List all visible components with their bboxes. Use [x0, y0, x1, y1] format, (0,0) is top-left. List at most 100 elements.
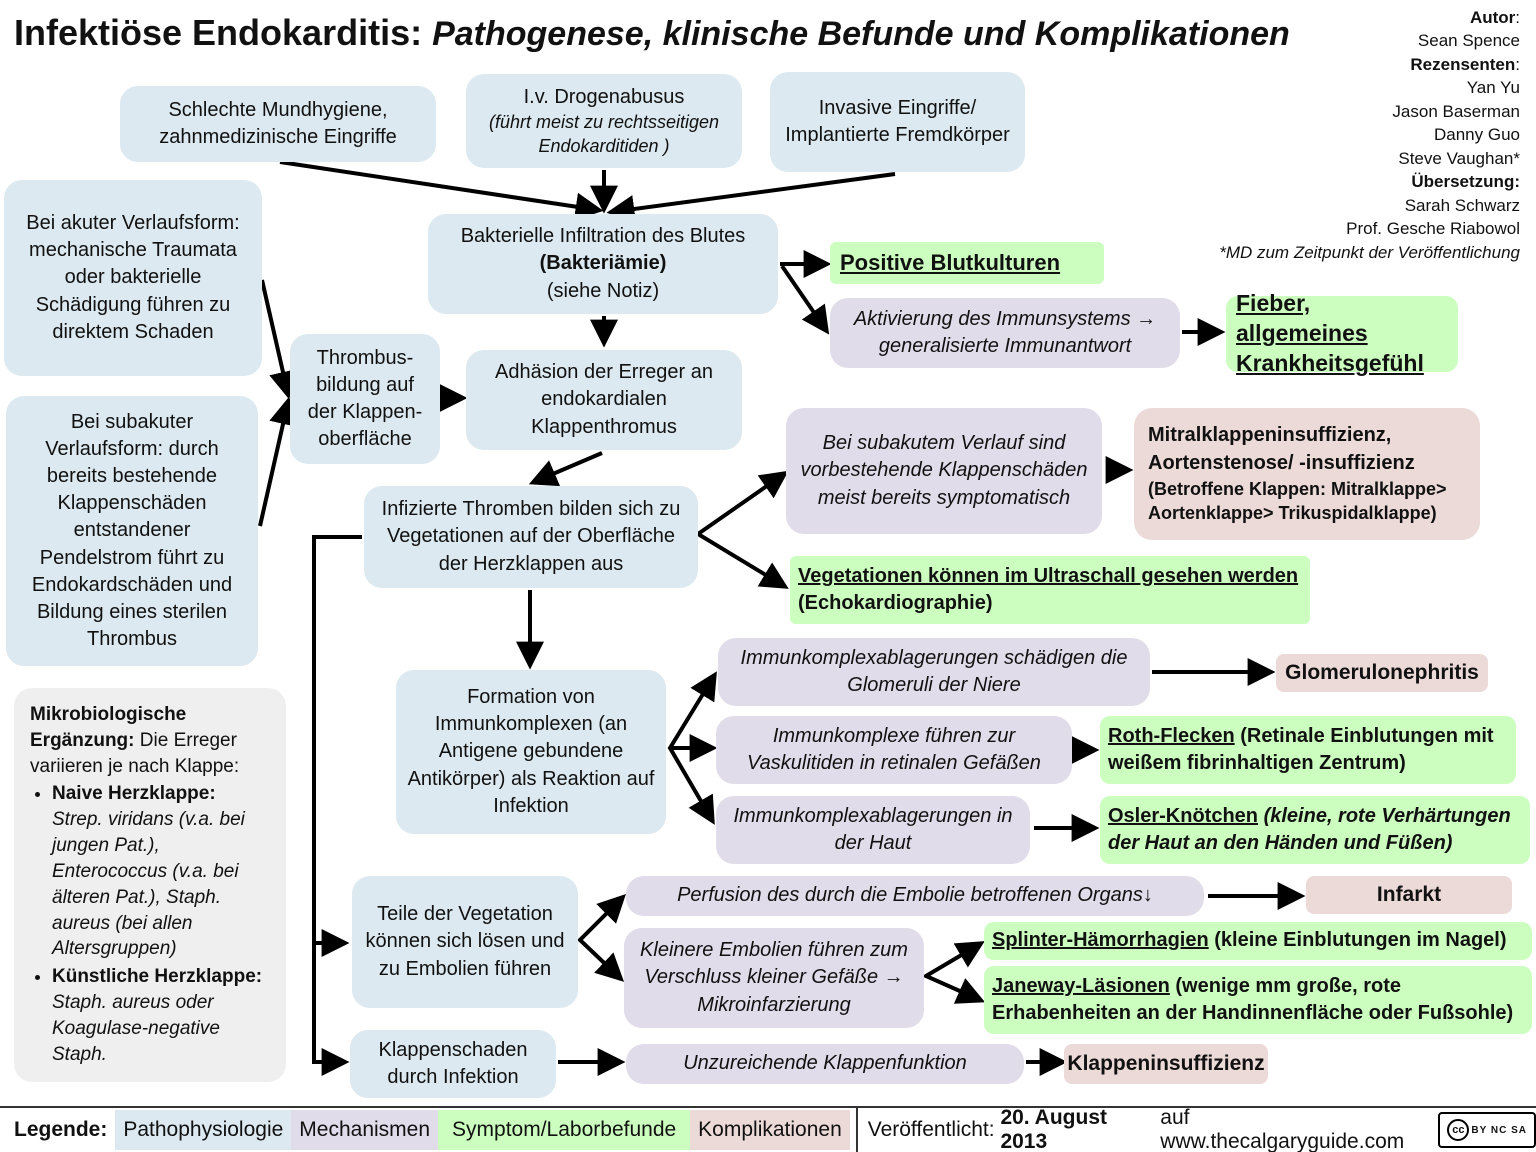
node-text: Glomerulonephritis [1285, 660, 1479, 684]
flow-arrows [258, 160, 1306, 1076]
node-mikroinfarkt: Kleinere Embolien führen zum Verschluss … [624, 928, 924, 1028]
cc-license-icon: cc BY NC SA [1438, 1112, 1536, 1148]
node-text: Janeway-Läsionen (wenige mm große, rote … [992, 973, 1524, 1027]
node-immunsystem: Aktivierung des Immunsystems → generalis… [830, 298, 1180, 368]
node-infarkt: Infarkt [1306, 876, 1512, 914]
title-main: Infektiöse Endokarditis: [14, 12, 423, 53]
node-text: Schlechte Mundhygiene, zahnmedizinische … [159, 98, 397, 148]
node-text: Kleinere Embolien führen zum Verschluss … [640, 939, 908, 1016]
node-text: Positive Blutkulturen [840, 250, 1061, 276]
micro-heading: Mikrobiologische Ergänzung: [30, 704, 187, 751]
micro-item-text: Staph. aureus oder Koagulase-negative St… [52, 992, 220, 1065]
micro-item: Naive Herzklappe: Strep. viridans (v.a. b… [52, 781, 270, 962]
node-drogenabusus: I.v. Drogenabusus (führt meist zu rechts… [466, 74, 742, 168]
node-text: Bei subakutem Verlauf sind vorbestehende… [800, 432, 1088, 509]
node-klappeninsuffizienz: Klappeninsuffizienz [1064, 1044, 1268, 1084]
published-site: auf www.thecalgaryguide.com [1160, 1106, 1405, 1152]
micro-intro-text: Die Erreger variieren je nach Klappe: [30, 729, 240, 777]
footnote: *MD zum Zeitpunkt der Veröffentlichung [1219, 242, 1520, 262]
node-text-rest: (Retinale Einblutungen mit weißem fibrin… [1108, 724, 1494, 774]
node-text: Bei subakuter Verlaufsform: durch bereit… [31, 410, 233, 651]
node-text: Vegetationen können im Ultraschall geseh… [798, 563, 1302, 617]
translator: Sarah Schwarz [1404, 195, 1520, 215]
cc-icon: cc [1447, 1119, 1470, 1141]
author: Sean Spence [1417, 31, 1520, 51]
node-text: Roth-Flecken (Retinale Einblutungen mit … [1108, 723, 1508, 777]
node-text: I.v. Drogenabusus [523, 86, 685, 109]
node-text: Fieber, allgemeines Krankheitsgefühl [1236, 290, 1424, 376]
node-osler: Osler-Knötchen (kleine, rote Verhärtunge… [1100, 796, 1530, 864]
node-embolien: Teile der Vegetation können sich lösen u… [352, 876, 578, 1008]
node-text: Adhäsion der Erreger an endokardialen Kl… [495, 361, 713, 438]
node-text: Osler-Knötchen (kleine, rote Verhärtunge… [1108, 803, 1522, 857]
legend-label: Legende: [14, 1118, 108, 1141]
node-text: Klappeninsuffizienz [1067, 1051, 1265, 1075]
node-adhaesion: Adhäsion der Erreger an endokardialen Kl… [466, 350, 742, 450]
legend-komplikationen: Komplikationen [690, 1110, 850, 1150]
translation-label: Übersetzung: [1411, 172, 1520, 192]
node-text: Invasive Eingriffe/ Implantierte Fremdkö… [785, 96, 1010, 146]
node-text: Mitralklappeninsuffizienz, Aortenstenose… [1148, 424, 1415, 474]
node-text: Formation von Immunkomplexen (an Antigen… [407, 686, 655, 817]
micro-box: Mikrobiologische Ergänzung: Die Erreger … [14, 688, 286, 1082]
published-info: Veröffentlicht: 20. August 2013 auf www.… [864, 1106, 1435, 1152]
node-text-underlined: Osler-Knötchen [1108, 804, 1259, 827]
node-splinter: Splinter-Hämorrhagien (kleine Einblutung… [984, 922, 1532, 960]
node-subakut-symptom: Bei subakutem Verlauf sind vorbestehende… [786, 408, 1102, 534]
node-text-underlined: Vegetationen können im Ultraschall geseh… [798, 564, 1299, 587]
reviewer: Jason Baserman [1392, 101, 1520, 121]
node-fieber: Fieber, allgemeines Krankheitsgefühl [1226, 290, 1458, 376]
published-date: 20. August 2013 [1000, 1106, 1108, 1152]
node-niere: Immunkomplexablagerungen schädigen die G… [718, 638, 1150, 706]
node-mundhygiene: Schlechte Mundhygiene, zahnmedizinische … [120, 86, 436, 162]
published-label: Veröffentlicht: [867, 1118, 995, 1141]
legend-pathophysiologie: Pathophysiologie [115, 1110, 292, 1150]
node-text: Splinter-Hämorrhagien (kleine Einblutung… [992, 927, 1507, 954]
node-text: Bakterielle Infiltration des Blutes [460, 225, 746, 248]
node-text: Immunkomplexablagerungen schädigen die G… [740, 646, 1128, 696]
node-text: Immunkomplexe führen zur Vaskulitiden in… [747, 724, 1041, 774]
node-haut: Immunkomplexablagerungen in der Haut [716, 796, 1030, 864]
node-text: Immunkomplexablagerungen in der Haut [733, 804, 1013, 854]
reviewers-label: Rezensenten [1410, 54, 1516, 74]
node-text: Infizierte Thromben bilden sich zu Veget… [381, 498, 681, 575]
node-text-bold: (Bakteriämie) [539, 252, 667, 275]
translator: Prof. Gesche Riabowol [1346, 219, 1520, 239]
micro-intro: Mikrobiologische Ergänzung: Die Erreger … [30, 702, 270, 779]
node-text: Klappenschaden durch Infektion [378, 1038, 528, 1088]
node-roth: Roth-Flecken (Retinale Einblutungen mit … [1100, 716, 1516, 784]
micro-item-label: Naive Herzklappe: [52, 783, 216, 805]
micro-item-label: Künstliche Herzklappe: [52, 966, 263, 988]
page-title: Infektiöse Endokarditis: Pathogenese, kl… [14, 12, 1290, 54]
micro-item: Künstliche Herzklappe: Staph. aureus oder… [52, 964, 270, 1067]
node-text: Bei akuter Verlaufsform: mechanische Tra… [26, 212, 240, 343]
author-label: Autor [1469, 8, 1516, 27]
node-glomerulonephritis: Glomerulonephritis [1276, 654, 1488, 692]
reviewer: Danny Guo [1434, 125, 1520, 145]
node-perfusion: Perfusion des durch die Embolie betroffe… [626, 876, 1204, 916]
node-text: (Betroffene Klappen: Mitralklappe> Aorte… [1148, 478, 1447, 524]
node-ultraschall: Vegetationen können im Ultraschall geseh… [790, 556, 1310, 624]
node-text: Unzureichende Klappenfunktion [683, 1052, 967, 1075]
credits: Autor: Sean Spence Rezensenten: Yan Yu J… [1219, 6, 1520, 264]
micro-item-text: Strep. viridans (v.a. bei jungen Pat.), … [52, 809, 245, 960]
node-text-underlined: Roth-Flecken [1108, 724, 1235, 747]
node-text-rest: (kleine Einblutungen im Nagel) [1208, 929, 1507, 952]
reviewer: Steve Vaughan* [1398, 148, 1520, 168]
node-text-underlined: Janeway-Läsionen [992, 974, 1170, 997]
node-text-rest: (Echokardiographie) [798, 592, 993, 614]
node-text-underlined: Splinter-Hämorrhagien [992, 929, 1209, 952]
node-klappenschaden: Klappenschaden durch Infektion [350, 1030, 556, 1098]
legend-divider [855, 1108, 858, 1152]
node-thrombus: Thrombus-bildung auf der Klappen-oberflä… [290, 334, 440, 464]
node-text-rest: (kleine, rote Verhärtungen der Haut an d… [1108, 804, 1511, 854]
node-mitral: Mitralklappeninsuffizienz, Aortenstenose… [1134, 408, 1480, 540]
node-vegetationen: Infizierte Thromben bilden sich zu Veget… [364, 486, 698, 588]
node-funktion: Unzureichende Klappenfunktion [626, 1044, 1024, 1084]
node-bakteriaemie: Bakterielle Infiltration des Blutes (Bak… [428, 214, 778, 314]
node-text: Aktivierung des Immunsystems → generalis… [853, 307, 1157, 357]
node-text: Teile der Vegetation können sich lösen u… [365, 903, 565, 980]
legend-symptom: Symptom/Laborbefunde [438, 1110, 691, 1150]
legend-bar: Legende: Pathophysiologie Mechanismen Sy… [0, 1106, 1536, 1152]
node-text: Perfusion des durch die Embolie betroffe… [677, 884, 1153, 907]
